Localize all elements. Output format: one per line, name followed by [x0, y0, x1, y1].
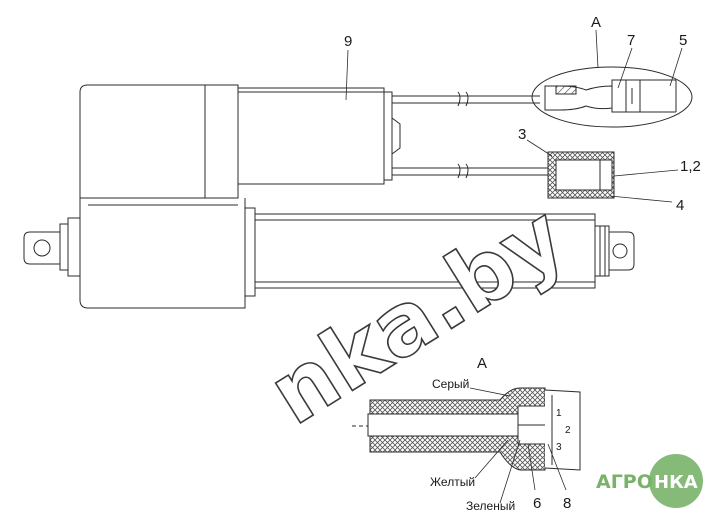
wire-yellow-label: Желтый	[430, 475, 475, 489]
view-a-bottom-label: A	[477, 355, 487, 372]
pin-1-label: 1	[556, 408, 562, 419]
callout-3: 3	[518, 126, 526, 143]
callout-6: 6	[533, 495, 541, 512]
logo-circle	[649, 454, 703, 508]
logo-right-text: НКА	[654, 472, 698, 493]
callout-5: 5	[679, 32, 687, 49]
callout-7: 7	[627, 32, 635, 49]
section-view-a	[352, 387, 581, 471]
actuator-body	[23, 198, 635, 309]
motor-housing	[79, 84, 548, 199]
logo-left-text: АГРО	[596, 471, 653, 493]
callout-9: 9	[344, 33, 352, 50]
callout-4: 4	[676, 197, 684, 214]
leader-lines	[345, 29, 683, 504]
pin-3-label: 3	[556, 442, 562, 453]
wire-green-label: Зеленый	[466, 499, 515, 513]
connector-boot	[547, 151, 615, 199]
pin-2-label: 2	[565, 425, 571, 436]
wire-gray-label: Серый	[432, 377, 469, 391]
callout-8: 8	[563, 495, 571, 512]
view-a-top-label: A	[591, 14, 601, 31]
callout-1-2: 1,2	[680, 158, 701, 175]
view-a-bubble	[531, 66, 693, 128]
agronka-logo: АГРО НКА	[596, 454, 703, 508]
